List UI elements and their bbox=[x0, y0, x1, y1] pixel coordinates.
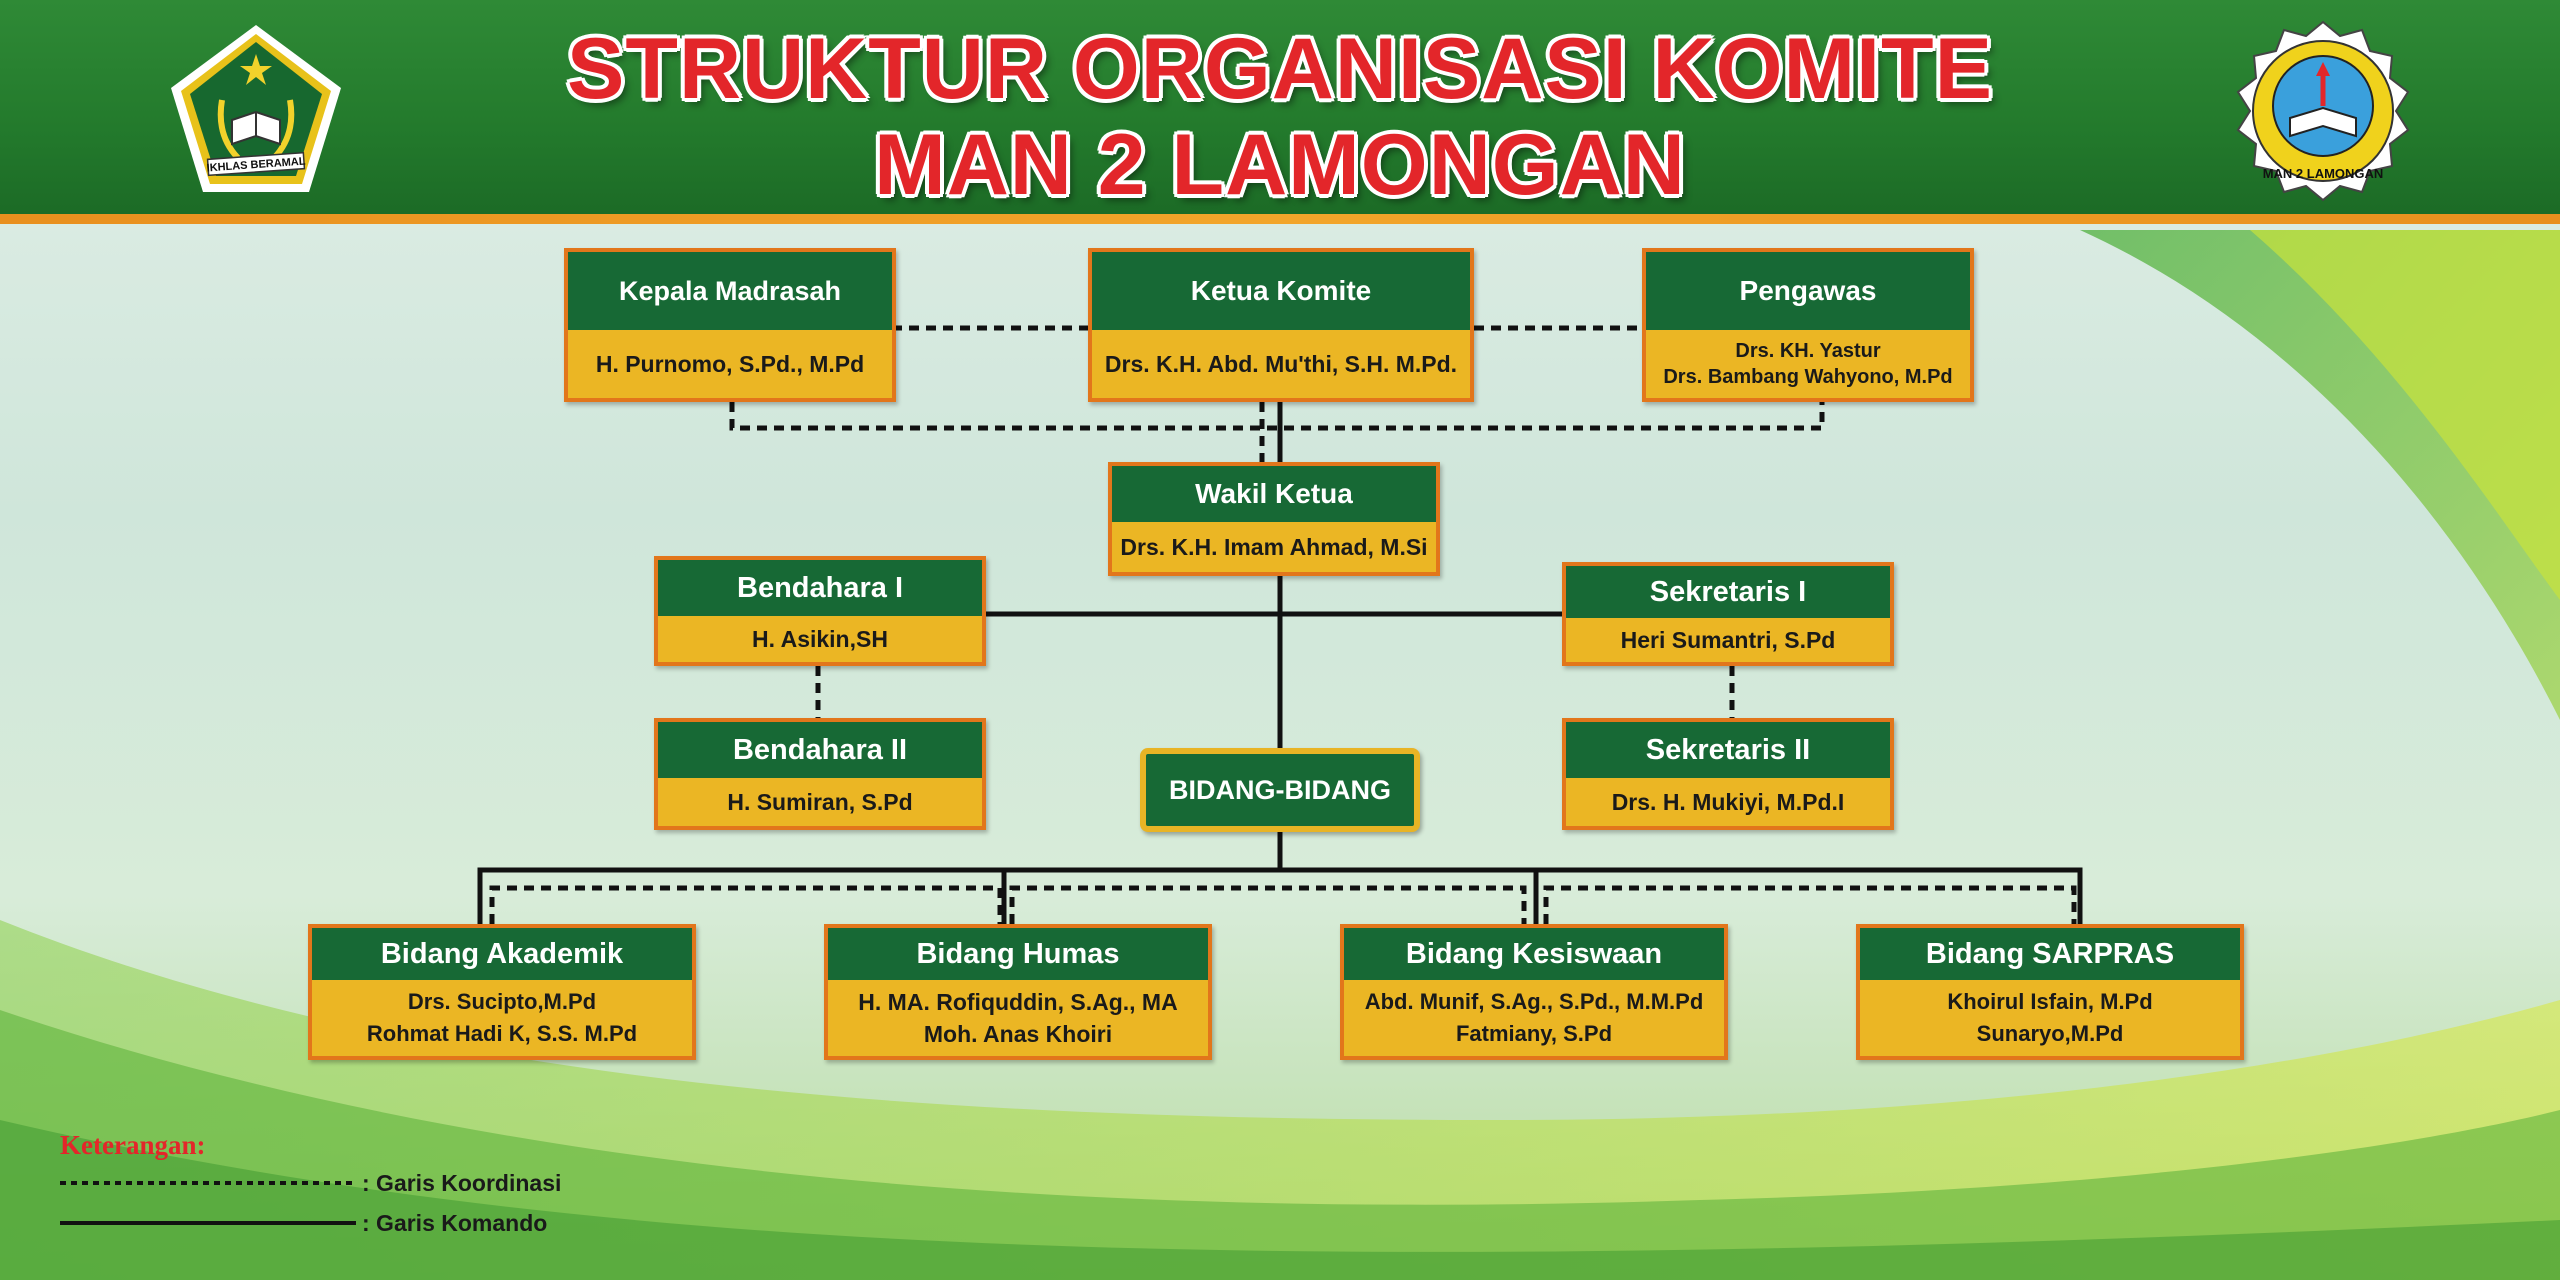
page-title-line1: STRUKTUR ORGANISASI KOMITE bbox=[567, 21, 1993, 117]
node-title: Bidang Kesiswaan bbox=[1344, 928, 1724, 980]
node-name: Sunaryo,M.Pd bbox=[1976, 1021, 2124, 1046]
node-name: H. Asikin,SH bbox=[752, 625, 888, 652]
node-bendahara-2: Bendahara II H. Sumiran, S.Pd bbox=[654, 718, 986, 830]
node-bendahara-1: Bendahara I H. Asikin,SH bbox=[654, 556, 986, 666]
node-bidang-kesiswaan: Bidang Kesiswaan Abd. Munif, S.Ag., S.Pd… bbox=[1340, 924, 1728, 1060]
node-title: Bendahara II bbox=[658, 722, 982, 778]
node-name: Drs. Bambang Wahyono, M.Pd bbox=[1663, 366, 1953, 388]
node-title: Sekretaris II bbox=[1566, 722, 1890, 778]
node-bidang-sarpras: Bidang SARPRAS Khoirul Isfain, M.Pd Suna… bbox=[1856, 924, 2244, 1060]
node-name: Drs. H. Mukiyi, M.Pd.I bbox=[1611, 788, 1845, 815]
node-name: H. Purnomo, S.Pd., M.Pd bbox=[595, 350, 865, 377]
node-pengawas: Pengawas Drs. KH. Yastur Drs. Bambang Wa… bbox=[1642, 248, 1974, 402]
node-title: Bidang SARPRAS bbox=[1860, 928, 2240, 980]
node-name: Rohmat Hadi K, S.S. M.Pd bbox=[366, 1021, 638, 1046]
node-name: Drs. K.H. Imam Ahmad, M.Si bbox=[1120, 533, 1428, 560]
node-bidang-akademik: Bidang Akademik Drs. Sucipto,M.Pd Rohmat… bbox=[308, 924, 696, 1060]
node-title: Bendahara I bbox=[658, 560, 982, 616]
node-name: Moh. Anas Khoiri bbox=[923, 1021, 1113, 1047]
command-lines bbox=[477, 402, 2083, 924]
node-title: Sekretaris I bbox=[1566, 566, 1890, 618]
node-title: Kepala Madrasah bbox=[568, 252, 892, 330]
legend-title: Keterangan: bbox=[60, 1130, 206, 1160]
node-sekretaris-1: Sekretaris I Heri Sumantri, S.Pd bbox=[1562, 562, 1894, 666]
node-name: Drs. KH. Yastur bbox=[1735, 340, 1881, 362]
page-title-line2: MAN 2 LAMONGAN bbox=[874, 117, 1686, 213]
node-name: Fatmiany, S.Pd bbox=[1455, 1021, 1613, 1046]
legend-solid-label: : Garis Komando bbox=[362, 1210, 548, 1236]
man2-logo-text: MAN 2 LAMONGAN bbox=[2263, 166, 2384, 181]
coordination-lines bbox=[489, 325, 2077, 924]
node-name: H. MA. Rofiquddin, S.Ag., MA bbox=[858, 989, 1178, 1015]
header-banner bbox=[0, 0, 2560, 214]
node-title: Bidang Humas bbox=[828, 928, 1208, 980]
node-title: Wakil Ketua bbox=[1112, 466, 1436, 522]
kemenag-logo: IKHLAS BERAMAL bbox=[171, 25, 341, 192]
node-bidang-humas: Bidang Humas H. MA. Rofiquddin, S.Ag., M… bbox=[824, 924, 1212, 1060]
node-bidang-bidang: BIDANG-BIDANG bbox=[1140, 748, 1420, 832]
node-wakil-ketua: Wakil Ketua Drs. K.H. Imam Ahmad, M.Si bbox=[1108, 462, 1440, 576]
node-title: Bidang Akademik bbox=[312, 928, 692, 980]
node-name: H. Sumiran, S.Pd bbox=[727, 788, 913, 815]
header-stripe bbox=[0, 214, 2560, 224]
node-sekretaris-2: Sekretaris II Drs. H. Mukiyi, M.Pd.I bbox=[1562, 718, 1894, 830]
node-title: Ketua Komite bbox=[1092, 252, 1470, 330]
legend-dotted-label: : Garis Koordinasi bbox=[362, 1170, 562, 1196]
node-name: Abd. Munif, S.Ag., S.Pd., M.M.Pd bbox=[1364, 989, 1704, 1014]
node-title: Pengawas bbox=[1646, 252, 1970, 330]
man2-lamongan-logo: MAN 2 LAMONGAN bbox=[2236, 20, 2410, 202]
node-name: Drs. Sucipto,M.Pd bbox=[407, 989, 597, 1014]
node-name: Khoirul Isfain, M.Pd bbox=[1947, 989, 2153, 1014]
node-name: Heri Sumantri, S.Pd bbox=[1620, 626, 1836, 653]
node-ketua-komite: Ketua Komite Drs. K.H. Abd. Mu'thi, S.H.… bbox=[1088, 248, 1474, 402]
node-kepala-madrasah: Kepala Madrasah H. Purnomo, S.Pd., M.Pd bbox=[564, 248, 896, 402]
node-name: Drs. K.H. Abd. Mu'thi, S.H. M.Pd. bbox=[1104, 350, 1458, 377]
